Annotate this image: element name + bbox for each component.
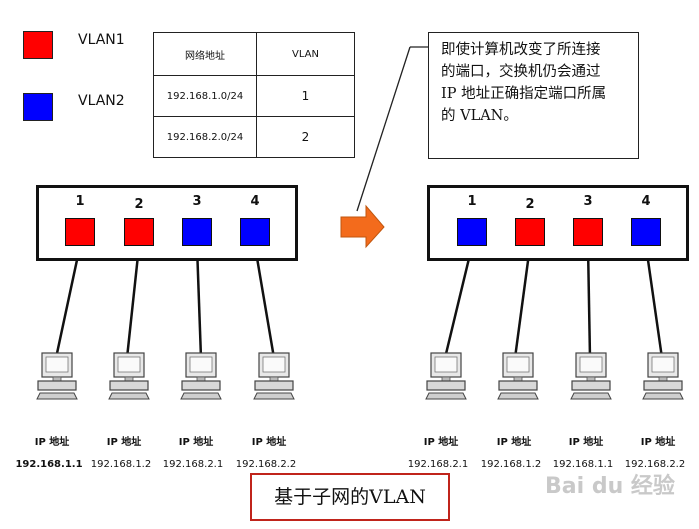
computer-icon xyxy=(570,352,612,400)
ip-label: IP 地址 xyxy=(568,437,604,448)
callout-line: IP 地址正确指定端口所属 xyxy=(441,86,607,102)
computer-icon xyxy=(108,352,150,400)
explanation-callout: 即使计算机改变了所连接 的端口，交换机仍会通过 IP 地址正确指定端口所属 的 … xyxy=(428,32,639,159)
ip-address: 192.168.2.1 xyxy=(407,459,469,470)
legend-swatch-vlan1 xyxy=(23,31,53,59)
ip-address: 192.168.1.1 xyxy=(552,459,614,470)
ip-label: IP 地址 xyxy=(496,437,532,448)
ip-address: 192.168.1.2 xyxy=(90,459,152,470)
ip-label: IP 地址 xyxy=(34,437,70,448)
table-header-vlan: VLAN xyxy=(256,31,355,77)
callout-line: 即使计算机改变了所连接 xyxy=(441,42,601,58)
right-port-1-vlan2 xyxy=(457,218,487,246)
ip-label: IP 地址 xyxy=(640,437,676,448)
diagram-caption: 基于子网的VLAN xyxy=(250,473,450,521)
left-port-3-vlan2 xyxy=(182,218,212,246)
ip-label: IP 地址 xyxy=(423,437,459,448)
ip-address: 192.168.2.2 xyxy=(624,459,686,470)
right-port-number: 4 xyxy=(641,194,651,209)
left-port-2-vlan1 xyxy=(124,218,154,246)
callout-line: 的 VLAN。 xyxy=(441,108,518,124)
cable-line xyxy=(443,245,474,359)
left-port-number: 1 xyxy=(75,194,85,209)
ip-label: IP 地址 xyxy=(251,437,287,448)
cable-line xyxy=(513,245,532,359)
table-cell-vlan: 1 xyxy=(256,75,355,118)
ip-address: 192.168.2.2 xyxy=(235,459,297,470)
right-port-number: 2 xyxy=(525,197,535,212)
ip-address: 192.168.1.2 xyxy=(480,459,542,470)
left-port-4-vlan2 xyxy=(240,218,270,246)
watermark: Bai du 经验 xyxy=(545,474,675,499)
cable-line xyxy=(586,245,592,359)
table-cell-vlan: 2 xyxy=(256,116,355,158)
legend-label-vlan2: VLAN2 xyxy=(78,93,125,109)
right-port-4-vlan2 xyxy=(631,218,661,246)
table-row: 192.168.2.0/24 2 xyxy=(153,116,355,158)
table-row: 192.168.1.0/24 1 xyxy=(153,75,355,118)
cable-line xyxy=(125,245,141,359)
cable-line xyxy=(195,245,203,359)
right-port-number: 3 xyxy=(583,194,593,209)
cable-line xyxy=(54,245,82,359)
left-port-1-vlan1 xyxy=(65,218,95,246)
computer-icon xyxy=(36,352,78,400)
callout-line: 的端口，交换机仍会通过 xyxy=(441,64,601,80)
computer-icon xyxy=(497,352,539,400)
cable-line xyxy=(644,245,664,359)
computer-icon xyxy=(180,352,222,400)
ip-address: 192.168.2.1 xyxy=(162,459,224,470)
computer-icon xyxy=(425,352,467,400)
subnet-vlan-table: 网络地址 VLAN 192.168.1.0/24 1 192.168.2.0/2… xyxy=(153,31,355,158)
transition-arrow xyxy=(340,204,385,249)
left-port-number: 2 xyxy=(134,197,144,212)
right-port-number: 1 xyxy=(467,194,477,209)
ip-address: 192.168.1.1 xyxy=(15,459,83,470)
right-port-2-vlan1 xyxy=(515,218,545,246)
legend-swatch-vlan2 xyxy=(23,93,53,121)
computer-icon xyxy=(642,352,684,400)
legend-label-vlan1: VLAN1 xyxy=(78,32,125,48)
cable-line xyxy=(253,245,276,359)
left-port-number: 4 xyxy=(250,194,260,209)
right-port-3-vlan1 xyxy=(573,218,603,246)
ip-label: IP 地址 xyxy=(106,437,142,448)
computer-icon xyxy=(253,352,295,400)
ip-label: IP 地址 xyxy=(178,437,214,448)
table-cell-network: 192.168.2.0/24 xyxy=(153,116,257,158)
table-header-row: 网络地址 VLAN xyxy=(153,31,355,77)
left-port-number: 3 xyxy=(192,194,202,209)
callout-pointer xyxy=(356,46,411,212)
